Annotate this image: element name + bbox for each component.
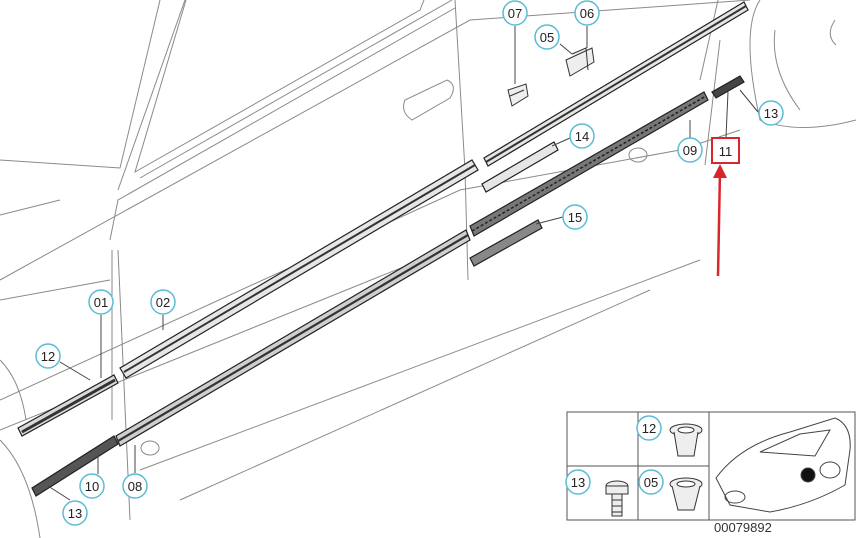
trim-strip-10 bbox=[31, 435, 119, 497]
callout-05[interactable]: 05 bbox=[534, 24, 560, 50]
inset-callout-05-label: 05 bbox=[644, 475, 658, 490]
inset-callout-13-label: 13 bbox=[571, 475, 585, 490]
car-thumbnail-icon bbox=[715, 417, 851, 513]
callout-14-label: 14 bbox=[575, 129, 589, 144]
callout-09-label: 09 bbox=[683, 143, 697, 158]
callout-10-label: 10 bbox=[85, 479, 99, 494]
callout-06[interactable]: 06 bbox=[574, 0, 600, 26]
clip-06 bbox=[565, 47, 595, 77]
callout-12-label: 12 bbox=[41, 349, 55, 364]
grommet-12-icon bbox=[669, 423, 703, 457]
callout-05-label: 05 bbox=[540, 30, 554, 45]
leader-lines bbox=[47, 26, 759, 501]
callout-08-label: 08 bbox=[128, 479, 142, 494]
callout-02[interactable]: 02 bbox=[150, 289, 176, 315]
trim-end-cap-11 bbox=[711, 75, 745, 99]
callout-09[interactable]: 09 bbox=[677, 137, 703, 163]
callout-13-left-label: 13 bbox=[68, 506, 82, 521]
callout-14[interactable]: 14 bbox=[569, 123, 595, 149]
grommet-05-icon bbox=[669, 477, 703, 511]
clip-parts bbox=[507, 47, 595, 107]
inset-callout-12[interactable]: 12 bbox=[636, 415, 662, 441]
callout-08[interactable]: 08 bbox=[122, 473, 148, 499]
callout-07[interactable]: 07 bbox=[502, 0, 528, 26]
callout-07-label: 07 bbox=[508, 6, 522, 21]
callout-10[interactable]: 10 bbox=[79, 473, 105, 499]
callout-15-label: 15 bbox=[568, 210, 582, 225]
inset-callout-12-label: 12 bbox=[642, 421, 656, 436]
callout-06-label: 06 bbox=[580, 6, 594, 21]
trim-strip-09 bbox=[469, 91, 709, 237]
callout-02-label: 02 bbox=[156, 295, 170, 310]
callout-01[interactable]: 01 bbox=[88, 289, 114, 315]
inset-callout-05[interactable]: 05 bbox=[638, 469, 664, 495]
trim-strip-15 bbox=[469, 219, 543, 267]
inset-panel: 12 13 05 bbox=[565, 411, 856, 521]
callout-15[interactable]: 15 bbox=[562, 204, 588, 230]
diagram-id: 00079892 bbox=[714, 520, 772, 535]
clip-07 bbox=[507, 83, 529, 107]
callout-13-right-label: 13 bbox=[764, 106, 778, 121]
highlight-arrow bbox=[713, 164, 727, 277]
callout-11-highlighted[interactable]: 11 bbox=[711, 137, 740, 164]
trim-strips bbox=[17, 1, 749, 497]
screw-13-icon bbox=[605, 480, 629, 517]
trim-strip-14 bbox=[481, 141, 559, 193]
callout-13-left[interactable]: 13 bbox=[62, 500, 88, 526]
callout-01-label: 01 bbox=[94, 295, 108, 310]
callout-12[interactable]: 12 bbox=[35, 343, 61, 369]
inset-callout-13[interactable]: 13 bbox=[565, 469, 591, 495]
callout-13-right[interactable]: 13 bbox=[758, 100, 784, 126]
callout-11-label: 11 bbox=[719, 144, 733, 159]
